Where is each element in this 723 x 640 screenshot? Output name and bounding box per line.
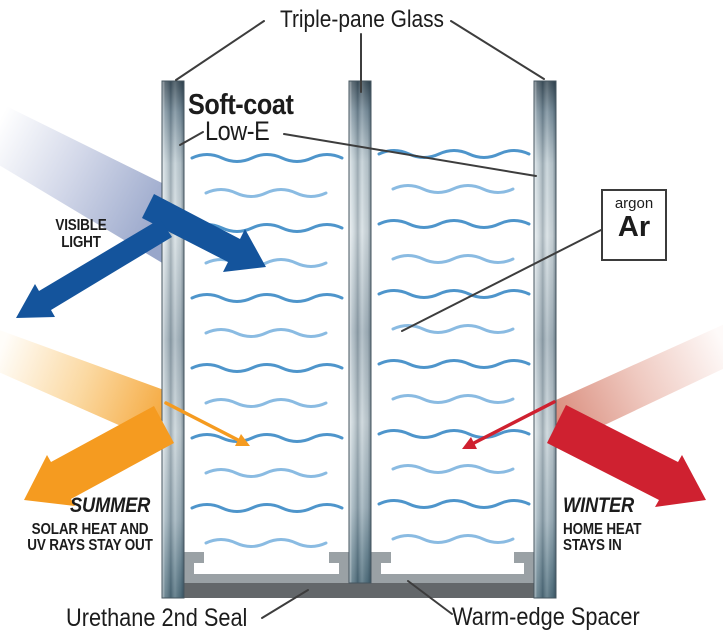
argon-wave	[391, 464, 515, 474]
label-winter-line2: STAYS IN	[563, 537, 622, 554]
home-heat-reflected-arrow	[547, 405, 706, 507]
argon-wave	[377, 499, 531, 509]
argon-wave	[204, 188, 328, 198]
argon-wave	[190, 433, 344, 443]
solar-heat-reflected-arrow	[24, 406, 174, 506]
solar-heat-small-arrow-shaft	[164, 401, 242, 443]
argon-wave	[204, 398, 328, 408]
visible-light-reflected-arrow	[16, 219, 172, 318]
argon-wave	[204, 258, 328, 268]
argon-gas-name: argon	[614, 195, 654, 212]
solar-heat-small-arrow-head	[235, 434, 250, 446]
leader-lowe-left	[179, 131, 204, 146]
leader-warm-edge-spacer	[407, 580, 453, 615]
argon-wave	[391, 324, 515, 334]
argon-wave	[377, 149, 531, 159]
argon-wave	[190, 293, 344, 303]
argon-symbol: Ar	[617, 211, 651, 243]
title-triple-pane-glass: Triple-pane Glass	[279, 6, 445, 33]
argon-gas-waves	[190, 149, 531, 548]
home-heat-small-arrow-head	[462, 437, 477, 449]
argon-wave	[204, 328, 328, 338]
argon-wave	[377, 219, 531, 229]
glass-pane-middle	[348, 80, 372, 584]
label-low-e: Low-E	[205, 116, 270, 146]
argon-wave	[391, 394, 515, 404]
argon-wave	[391, 184, 515, 194]
label-visible: VISIBLE	[55, 217, 107, 234]
argon-callout-box: argon Ar	[601, 189, 667, 261]
urethane-seal-bar	[184, 583, 534, 598]
warm-edge-spacer-left-shape	[184, 552, 349, 583]
argon-wave	[377, 289, 531, 299]
argon-wave	[377, 429, 531, 439]
label-warm-edge-spacer: Warm-edge Spacer	[452, 603, 640, 631]
leader-lowe-right	[283, 133, 537, 177]
label-summer: SUMMER	[70, 494, 151, 517]
solar-heat-beam	[0, 330, 164, 445]
argon-wave	[190, 503, 344, 513]
argon-wave	[204, 538, 328, 548]
argon-wave	[391, 534, 515, 544]
glass-pane-right	[533, 80, 557, 599]
visible-light-beam	[0, 102, 164, 264]
argon-wave	[190, 363, 344, 373]
visible-light-transmitted-arrow	[142, 194, 266, 272]
leader-urethane-seal	[261, 589, 309, 619]
argon-wave	[204, 468, 328, 478]
label-visible-light: VISIBLE LIGHT	[42, 217, 120, 251]
label-winter-line1: HOME HEAT	[563, 521, 642, 538]
label-summer-line1: SOLAR HEAT AND	[31, 521, 149, 538]
label-light: LIGHT	[61, 234, 101, 251]
leader-triple-left	[175, 20, 265, 81]
home-heat-beam	[556, 324, 723, 448]
leader-argon	[401, 229, 602, 332]
home-heat-small-arrow-shaft	[470, 400, 556, 446]
label-soft-coat: Soft-coat	[188, 89, 294, 121]
argon-wave	[391, 254, 515, 264]
argon-wave	[377, 359, 531, 369]
glass-pane-left	[161, 80, 185, 599]
warm-edge-spacer-right-shape	[371, 552, 534, 583]
label-urethane-seal: Urethane 2nd Seal	[66, 604, 248, 632]
label-summer-line2: UV RAYS STAY OUT	[27, 537, 153, 554]
argon-wave	[190, 223, 344, 233]
label-winter: WINTER	[563, 494, 635, 517]
argon-wave	[190, 153, 344, 163]
leader-triple-right	[450, 20, 545, 80]
